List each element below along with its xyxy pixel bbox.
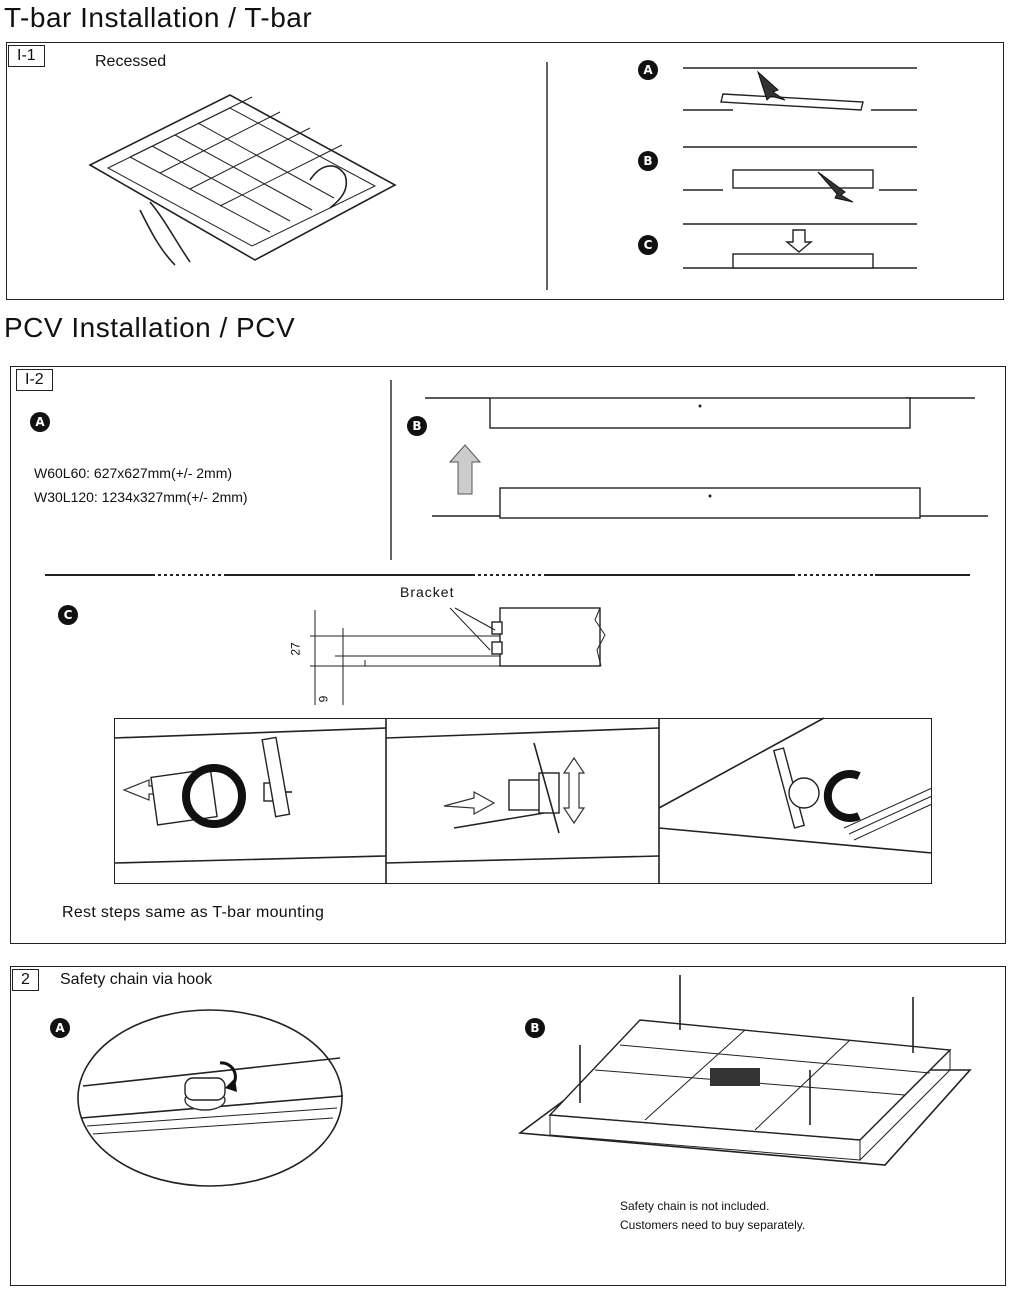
- badge-b-icon: B: [638, 151, 658, 171]
- hook-closeup-illustration: [77, 1009, 344, 1187]
- dimension-w60l60: W60L60: 627x627mm(+/- 2mm): [34, 465, 233, 481]
- panel-divider: [546, 62, 548, 290]
- badge-a-icon: A: [30, 412, 50, 432]
- pcv-heading: PCV Installation / PCV: [4, 312, 296, 343]
- step-number-2: 2: [12, 969, 39, 991]
- installation-sequence-drawings: [113, 717, 933, 884]
- luminaire-with-chains-illustration: [517, 975, 972, 1166]
- pcv-separator: [45, 574, 970, 576]
- tbar-heading: T-bar Installation / T-bar: [4, 2, 313, 33]
- dimension-27: 27: [288, 642, 303, 656]
- recessed-luminaire-illustration: [88, 94, 397, 266]
- safety-chain-note-line-2: Customers need to buy separately.: [620, 1218, 806, 1232]
- badge-a-icon: A: [638, 60, 658, 80]
- rest-steps-note: Rest steps same as T-bar mounting: [62, 904, 325, 921]
- badge-b-icon: B: [407, 416, 427, 436]
- badge-b-icon: B: [525, 1018, 545, 1038]
- pcv-lift-diagram: [425, 397, 988, 519]
- step-title-recessed: Recessed: [95, 53, 167, 70]
- bracket-label: Bracket: [400, 584, 455, 600]
- safety-chain-panel: [10, 966, 1006, 1286]
- dimension-list: W60L60: 627x627mm(+/- 2mm) W30L120: 1234…: [34, 461, 248, 509]
- badge-a-icon: A: [50, 1018, 70, 1038]
- step-number-i1: I-1: [8, 45, 45, 67]
- dimension-w30l120: W30L120: 1234x327mm(+/- 2mm): [34, 489, 248, 505]
- step-title-safety-chain: Safety chain via hook: [60, 971, 213, 988]
- bracket-section-diagram: [310, 607, 606, 705]
- safety-chain-note: Safety chain is not included. Customers …: [620, 1197, 805, 1235]
- safety-chain-note-line-1: Safety chain is not included.: [620, 1199, 770, 1213]
- pcv-divider: [390, 380, 392, 560]
- dimension-9: 9: [316, 695, 331, 703]
- pcv-panel: [10, 366, 1006, 944]
- badge-c-icon: C: [58, 605, 78, 625]
- tbar-panel: [6, 42, 1004, 300]
- installation-sequence-strip: [114, 718, 932, 884]
- tbar-steps-diagram: [683, 67, 917, 269]
- step-number-i2: I-2: [16, 369, 53, 391]
- badge-c-icon: C: [638, 235, 658, 255]
